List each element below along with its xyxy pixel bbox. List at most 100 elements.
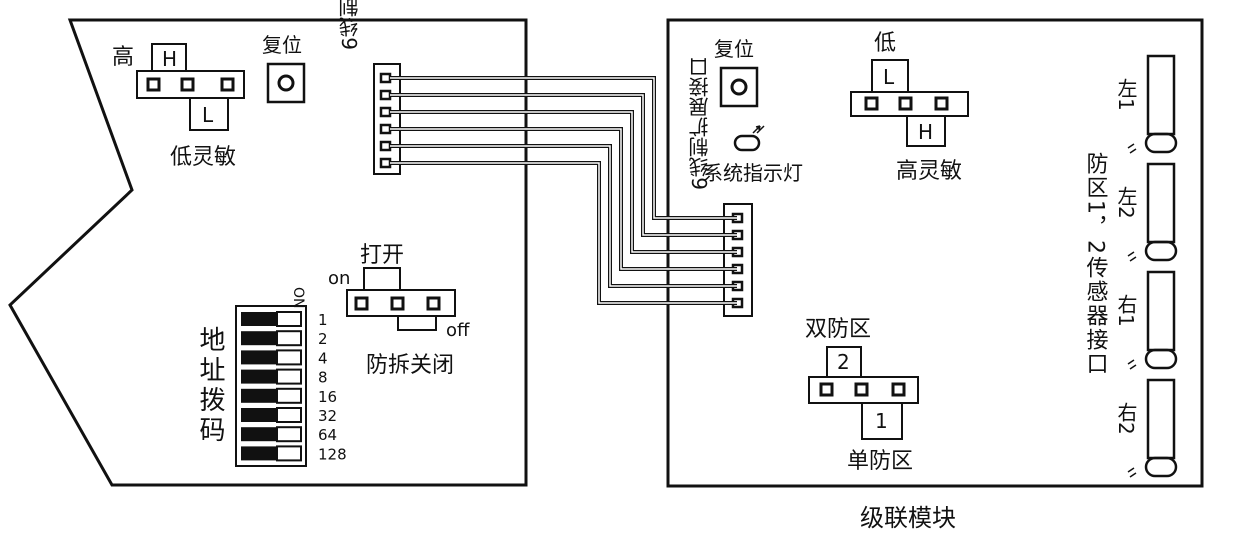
right-low-label: 低 [874, 31, 896, 56]
tamper-on-box [363, 267, 401, 291]
tamper-close-label: 防拆关闭 [366, 353, 454, 378]
dual-zone-label: 双防区 [805, 317, 871, 342]
address-dip-label: 地址拨码 [195, 326, 225, 446]
left-reset-label: 复位 [262, 33, 302, 57]
sensor-interface-label: 防区1，2传感器接口 [1083, 152, 1109, 376]
sensor-port-box [1146, 54, 1176, 136]
left-reset-button: 复位 [262, 33, 306, 104]
dip-value-label: 4 [318, 349, 328, 367]
dip-slot [276, 349, 302, 366]
pin1-box [861, 402, 903, 440]
right-jumper-pin [898, 96, 913, 111]
cable-wire-core [390, 162, 737, 304]
light-ray-icon [1127, 359, 1137, 370]
sensor-port-box [1146, 162, 1176, 244]
left-l-pin-label: L [202, 103, 214, 127]
light-ray-icon [1127, 143, 1137, 154]
pin1-label: 1 [875, 409, 888, 433]
left-interface-label: 6线制扩展接口 [338, 0, 362, 50]
dip-slot [276, 445, 302, 462]
left-l-pin-box [189, 97, 229, 131]
cable-wire-core [390, 94, 737, 236]
sensor-port-label: 右2 [1114, 402, 1138, 435]
dip-lever [241, 369, 277, 384]
left-connector [373, 63, 401, 175]
dip-slot [276, 426, 302, 443]
left-jumper-header [136, 70, 245, 99]
right-reset-label: 复位 [714, 37, 754, 61]
system-indicator: 系统指示灯 [703, 125, 803, 185]
light-ray-icon [1127, 467, 1137, 478]
tamper-on-label: on [328, 268, 350, 289]
left-reset-box [266, 62, 306, 104]
right-h-pin-label: H [918, 120, 933, 144]
dip-lever [241, 350, 277, 365]
dip-slot [276, 330, 302, 347]
dip-lever [241, 446, 277, 461]
sensor-led-icon [1144, 456, 1178, 478]
tamper-off-label: off [446, 320, 470, 341]
dip-value-label: 32 [318, 407, 337, 425]
right-high-sensitivity-label: 高灵敏 [896, 159, 962, 184]
right-l-pin-label: L [883, 65, 895, 89]
dip-slot [276, 311, 302, 327]
dip-lever [241, 388, 277, 403]
indicator-label: 系统指示灯 [703, 161, 803, 185]
right-connector [723, 203, 753, 317]
tamper-jumper: 打开 on off 防拆关闭 [328, 243, 470, 378]
tamper-off-box [397, 315, 437, 331]
tamper-open-label: 打开 [360, 243, 404, 268]
sensor-led-icon [1144, 132, 1178, 154]
right-jumper-pin [934, 96, 949, 111]
zone-pin [819, 382, 834, 397]
dip-value-label: 8 [318, 369, 328, 387]
light-ray-icon [1127, 251, 1137, 262]
pin2-label: 2 [837, 350, 850, 374]
right-jumper-pin [864, 96, 879, 111]
cable-wire [390, 127, 737, 271]
dip-lever [241, 331, 277, 346]
cable-wire-core [390, 128, 737, 270]
right-h-pin-box [906, 115, 946, 147]
left-low-sensitivity-label: 低灵敏 [170, 145, 236, 170]
sensor-port-box [1146, 270, 1176, 352]
dip-lever [241, 312, 277, 326]
left-jumper-pin [146, 77, 161, 92]
single-zone-label: 单防区 [847, 449, 913, 474]
right-interface-label: 6线制扩展接口 [688, 57, 712, 190]
dip-lever [241, 408, 277, 422]
reset-circle-icon [277, 74, 295, 92]
tamper-pin [426, 296, 441, 311]
dip-value-label: 1 [318, 311, 328, 329]
right-reset-box [719, 66, 759, 108]
dip-switch-rows [241, 311, 302, 462]
left-sensitivity-jumper: 高 H L 低灵敏 [112, 43, 245, 170]
led-icon [733, 134, 761, 152]
tamper-pin [390, 296, 405, 311]
sensor-led-icon [1144, 348, 1178, 370]
dip-slot [276, 407, 302, 423]
zone-jumper: 双防区 2 1 单防区 [805, 317, 919, 474]
light-ray-icon [752, 125, 765, 134]
sensor-port-box [1146, 378, 1176, 460]
sensor-port-label: 右1 [1114, 294, 1138, 327]
dip-switch-body [235, 305, 307, 467]
right-sensitivity-jumper: 低 L H 高灵敏 [850, 31, 969, 184]
reset-circle-icon [730, 78, 748, 96]
module-caption: 级联模块 [860, 504, 956, 532]
zone-pin [854, 382, 869, 397]
cable-wire-core [390, 77, 737, 219]
left-jumper-pin [220, 77, 235, 92]
six-wire-cable [390, 76, 737, 305]
left-board-outline [8, 18, 528, 487]
left-h-pin-label: H [162, 47, 177, 71]
sensor-port-label: 左2 [1114, 186, 1138, 219]
tamper-pin [354, 296, 369, 311]
cable-wire-core [390, 111, 737, 253]
dip-lever [241, 427, 277, 442]
